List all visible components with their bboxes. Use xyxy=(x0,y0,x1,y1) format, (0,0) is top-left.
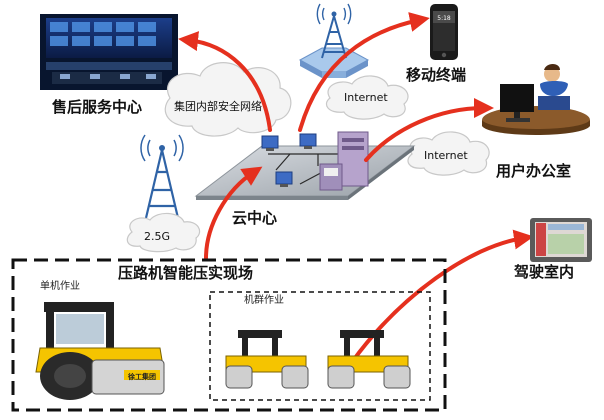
arrow-to-cab xyxy=(350,229,534,364)
cloud-center-label: 云中心 xyxy=(232,209,278,227)
single-roller-image xyxy=(35,302,165,400)
double-roller-2-image xyxy=(327,330,411,389)
top-tower-icon xyxy=(298,3,370,78)
arrow-to-after-sales xyxy=(178,31,272,132)
internet-right-label: Internet xyxy=(424,149,468,162)
after-sales-center-label: 售后服务中心 xyxy=(52,98,143,116)
roller-brand-text: 徐工集团 xyxy=(127,372,156,381)
arrow-to-mobile xyxy=(298,12,430,132)
group-network-label: 集团内部安全网络 xyxy=(174,100,262,113)
left-tower-icon xyxy=(140,134,184,219)
internet-cloud-top xyxy=(325,75,409,120)
cloud-center-computers xyxy=(261,131,369,191)
after-sales-center-image xyxy=(40,14,178,90)
cloud-center-platform xyxy=(194,145,416,200)
network-2-5g-cloud xyxy=(126,212,201,253)
machine-group-dashed-frame xyxy=(209,291,431,401)
user-office-label: 用户办公室 xyxy=(496,162,572,180)
site-dashed-frame xyxy=(11,258,447,412)
arrow-to-office xyxy=(364,98,494,162)
machine-group-label: 机群作业 xyxy=(244,295,284,306)
data-flow-arrows xyxy=(178,12,534,364)
phone-time-text: 5:18 xyxy=(437,15,451,22)
double-roller-1-image xyxy=(225,330,309,389)
arrow-site-to-cloud xyxy=(204,166,263,260)
network-2-5g-label: 2.5G xyxy=(144,230,171,243)
mobile-phone-icon xyxy=(430,4,458,60)
internet-cloud-right xyxy=(407,131,490,176)
cab-display-icon xyxy=(530,218,592,262)
internet-top-label: Internet xyxy=(344,91,388,104)
mobile-terminal-label: 移动终端 xyxy=(406,66,467,84)
cab-interior-label: 驾驶室内 xyxy=(514,263,575,281)
single-machine-label: 单机作业 xyxy=(40,281,80,292)
user-office-icon xyxy=(482,64,590,135)
group-network-cloud xyxy=(164,62,292,137)
site-title: 压路机智能压实现场 xyxy=(118,264,254,282)
